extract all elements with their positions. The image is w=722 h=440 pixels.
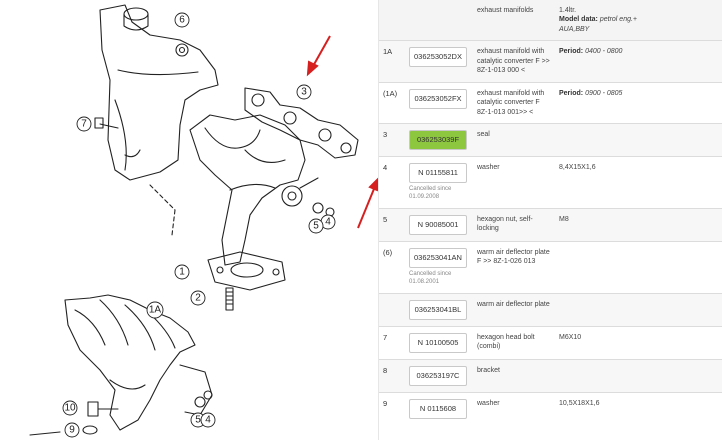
model-data-value: petrol eng.+: [599, 16, 638, 24]
part-number[interactable]: 036253052FX: [409, 88, 467, 109]
position-number: 4: [379, 156, 405, 209]
position-number: [379, 292, 405, 327]
callout-4-lower[interactable]: 4: [205, 415, 211, 426]
spec-value: M6X10: [559, 333, 582, 341]
callout-5[interactable]: 5: [313, 221, 319, 232]
part-number[interactable]: N 10100505: [409, 332, 467, 353]
part-description: warm air deflector plate: [473, 292, 555, 327]
position-number: 1A: [379, 40, 405, 83]
table-header-row: exhaust manifolds 1.4ltr. Model data: pe…: [379, 0, 722, 41]
callout-7[interactable]: 7: [81, 119, 87, 130]
parts-table: exhaust manifolds 1.4ltr. Model data: pe…: [379, 0, 722, 426]
part-description: washer: [473, 156, 555, 209]
part-number[interactable]: 036253041BL: [409, 299, 467, 320]
table-row[interactable]: (6)036253041AN Cancelled since 01.08.2001…: [379, 240, 722, 294]
period-label: Period:: [559, 89, 584, 97]
part-description: seal: [473, 122, 555, 157]
engine-codes: AUA,BBY: [559, 25, 590, 33]
position-number: 9: [379, 392, 405, 426]
part-number[interactable]: 036253197C: [409, 365, 467, 386]
position-number: 7: [379, 325, 405, 360]
group-description: exhaust manifolds: [473, 0, 555, 41]
table-row[interactable]: (1A)036253052FX exhaust manifold with cat…: [379, 81, 722, 124]
part-number[interactable]: N 0115608: [409, 399, 467, 420]
callout-10[interactable]: 10: [64, 403, 76, 414]
callout-2[interactable]: 2: [195, 293, 201, 304]
position-number: 5: [379, 207, 405, 242]
part-number[interactable]: 036253052DX: [409, 47, 467, 68]
callout-5-lower[interactable]: 5: [195, 415, 201, 426]
table-row[interactable]: 036253041BL warm air deflector plate: [379, 292, 722, 327]
part-description: hexagon nut, self-locking: [473, 207, 555, 242]
exploded-view-drawing: 6 3 7 4 5 1 2 1A 10 9 5 4: [29, 4, 378, 438]
cancelled-note: Cancelled since 01.08.2001: [409, 271, 452, 285]
period-value: 0400 - 0800: [585, 48, 623, 56]
spec-value: 10,5X18X1,6: [559, 400, 600, 407]
part-number[interactable]: 036253041AN: [409, 247, 467, 269]
spec-value: 8,4X15X1,6: [559, 164, 596, 172]
model-data-label: Model data:: [559, 16, 598, 24]
period-value: 0900 - 0805: [585, 89, 623, 97]
part-description: exhaust manifold with catalytic converte…: [473, 81, 555, 124]
period-label: Period:: [559, 48, 584, 56]
callout-3[interactable]: 3: [301, 87, 307, 98]
position-number: (1A): [379, 81, 405, 124]
engine-size: 1.4ltr.: [559, 7, 577, 14]
part-number[interactable]: 036253039F: [409, 129, 467, 151]
cancelled-note: Cancelled since 01.09.2008: [409, 186, 452, 200]
part-description: washer: [473, 392, 555, 426]
part-number[interactable]: N 01155811: [409, 163, 467, 184]
part-number[interactable]: N 90085001: [409, 214, 467, 235]
callout-1[interactable]: 1: [179, 267, 185, 278]
part-description: warm air deflector plate F >> 8Z-1-026 0…: [473, 240, 555, 294]
parts-list: exhaust manifolds 1.4ltr. Model data: pe…: [378, 0, 722, 440]
callout-9[interactable]: 9: [69, 425, 75, 436]
position-number: 3: [379, 122, 405, 157]
callout-1a[interactable]: 1A: [149, 305, 162, 316]
part-description: exhaust manifold with catalytic converte…: [473, 40, 555, 83]
part-description: hexagon head bolt (combi): [473, 325, 555, 360]
position-number: 8: [379, 358, 405, 393]
spec-value: M8: [559, 215, 569, 223]
part-description: bracket: [473, 358, 555, 393]
parts-diagram: 6 3 7 4 5 1 2 1A 10 9 5 4: [29, 4, 378, 438]
callout-6[interactable]: 6: [179, 15, 185, 26]
callout-4[interactable]: 4: [325, 217, 331, 228]
position-number: (6): [379, 240, 405, 294]
